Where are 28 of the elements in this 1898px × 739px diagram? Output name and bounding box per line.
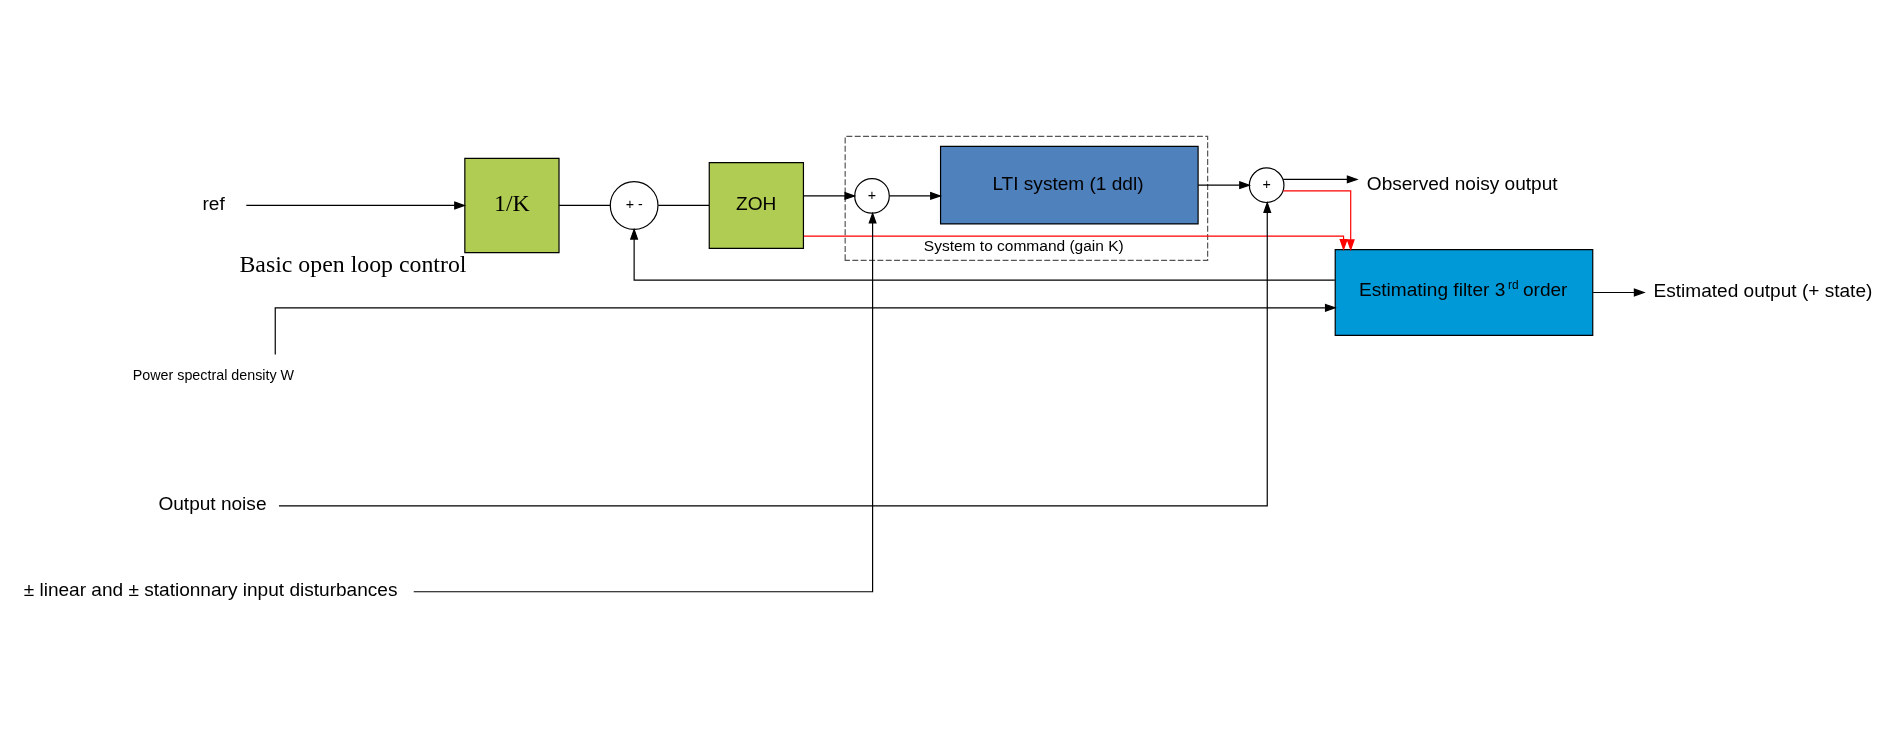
arrow xyxy=(1282,174,1359,184)
node-circle: + xyxy=(853,177,890,214)
arrow xyxy=(1197,180,1251,189)
arrow xyxy=(245,200,466,210)
arrow xyxy=(802,235,1348,251)
node-label: Basic open loop control xyxy=(238,250,466,277)
node-circle: + xyxy=(1248,166,1285,203)
node-box: Estimating filter 3$^{rd}$ order xyxy=(1334,248,1593,336)
node-box: LTI system (1 ddl) xyxy=(939,145,1199,225)
arrow xyxy=(1592,287,1646,297)
node-text: ± linear and ± stationnary input disturbances xyxy=(23,578,397,600)
node-text: Output noise xyxy=(157,492,266,514)
arrow xyxy=(629,227,1335,281)
connector xyxy=(657,204,710,206)
node-box: 1/K xyxy=(463,157,560,253)
arrow xyxy=(277,200,1271,506)
arrow xyxy=(1282,189,1355,251)
node-text: Power spectral density W xyxy=(132,366,294,383)
node-circle: + - xyxy=(609,180,659,230)
node-text: Observed noisy output xyxy=(1366,172,1558,194)
node-box: ZOH xyxy=(708,161,804,249)
arrow xyxy=(412,211,877,592)
arrow xyxy=(888,191,942,200)
node-text: Estimated output (+ state) xyxy=(1653,279,1872,301)
connector xyxy=(558,204,611,206)
node-text: ref xyxy=(202,192,225,214)
arrow xyxy=(274,303,1337,355)
arrow xyxy=(802,191,856,200)
